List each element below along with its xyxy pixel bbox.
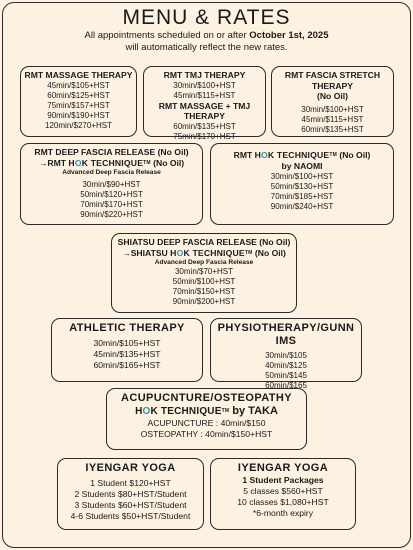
athletic-therapy-box: ATHLETIC THERAPY 30min/$105+HST 45min/$1… [51,318,203,382]
price-line: 90min/$240+HST [270,201,334,211]
box-title: RMT TMJ THERAPY [163,70,246,80]
box-subtitle: 1 Student Packages [242,475,324,485]
box-title: SHIATSU DEEP FASCIA RELEASE (No Oil) [117,237,291,247]
price-line: 30min/$90+HST [82,179,141,189]
price-line: 1 Student $120+HST [90,478,171,488]
price-line: 60min/$165 [265,381,307,390]
hook-icon: O [176,247,184,258]
price-line: 5 classes $560+HST [243,486,323,496]
hook-icon: O [74,157,82,168]
price-line: 45min/$135+HST [93,349,161,359]
shiatsu-box: SHIATSU DEEP FASCIA RELEASE (No Oil) →SH… [111,233,297,313]
price-line: 40min/$125 [265,361,307,370]
price-line: 45min/$115+HST [173,90,236,100]
hook-icon: O [142,406,151,417]
practitioner-name: by NAOMI [281,161,323,171]
price-line: 60min/$165+HST [93,360,161,370]
price-line: 90min/$200+HST [172,296,236,306]
price-line: 50min/$100+HST [172,276,236,286]
price-line: 75min/$157+HST [47,100,110,110]
price-line: 50min/$145 [265,371,307,380]
price-line: 30min/$100+HST [301,104,364,114]
box-subtitle: Advanced Deep Fascia Release [62,168,161,176]
box-title: IYENGAR YOGA [237,462,329,474]
price-line: 90min/$190+HST [47,110,110,120]
physiotherapy-box: PHYSIOTHERAPY/GUNN IMS 30min/$105 40min/… [210,318,362,390]
deep-fascia-box: RMT DEEP FASCIA RELEASE (No Oil) →RMT HO… [20,143,203,225]
box-title: PHYSIOTHERAPY/GUNN IMS [217,322,355,347]
expiry-note: *6-month expiry [252,508,314,518]
hook-icon: O [261,150,268,160]
price-line: 50min/$130+HST [270,181,334,191]
box-title: ACUPUCNTURE/OSTEOPATHY [121,392,292,404]
rmt-tmj-box: RMT TMJ THERAPY 30min/$100+HST 45min/$11… [143,66,266,141]
price-line: 30min/$100+HST [173,80,236,90]
page-title: MENU & RATES [122,6,291,29]
hook-naomi-box: RMT HOK TECHNIQUETM (No Oil) by NAOMI 30… [210,143,394,225]
practitioner-name: by TAKA [229,405,278,417]
price-line: ACUPUNCTURE : 40min/$150 [147,418,266,428]
price-line: 60min/$125+HST [47,90,110,100]
price-line: 30min/$105 [265,351,307,360]
price-line: 60min/$135+HST [301,124,364,134]
box-title: RMT DEEP FASCIA RELEASE (No Oil) [34,147,189,157]
price-line: 3 Students $60+HST/Student [74,500,187,510]
effective-date: October 1st, 2025 [249,30,329,41]
price-line: 50min/$120+HST [80,189,143,199]
hook-technique-logo: HOK TECHNIQUETM [135,406,230,417]
header: MENU & RATES All appointments scheduled … [0,6,413,53]
rate-notice: All appointments scheduled on or after O… [84,30,329,41]
box-title: ATHLETIC THERAPY [69,322,185,334]
price-line: 70min/$170+HST [80,199,143,209]
box-title: RMT FASCIA STRETCH THERAPY [284,70,381,91]
price-line: 30min/$70+HST [174,266,234,276]
price-line: 30min/$100+HST [270,171,334,181]
iyengar-yoga-packages-box: IYENGAR YOGA 1 Student Packages 5 classe… [210,458,356,530]
box-subtitle: (No Oil) [316,91,349,101]
iyengar-yoga-box: IYENGAR YOGA 1 Student $120+HST 2 Studen… [57,458,204,530]
hook-technique-line: RMT HOK TECHNIQUETM (No Oil) [233,150,371,160]
price-line: 75min/$170+HST [173,131,236,141]
rmt-massage-box: RMT MASSAGE THERAPY 45min/$105+HST 60min… [20,66,137,137]
price-line: 90min/$220+HST [80,209,143,219]
price-line: OSTEOPATHY : 40min/$150+HST [140,429,273,439]
fascia-stretch-box: RMT FASCIA STRETCH THERAPY (No Oil) 30mi… [271,66,394,137]
price-line: 2 Students $80+HST/Student [74,489,187,499]
price-line: 45min/$105+HST [47,80,110,90]
acupuncture-box: ACUPUCNTURE/OSTEOPATHY HOK TECHNIQUETM b… [106,388,307,450]
hook-technique-logo: HOK TECHNIQUETM [170,247,253,258]
hook-technique-line: →SHIATSU HOK TECHNIQUETM (No Oil) [122,247,286,258]
box-subtitle: RMT MASSAGE + TMJ THERAPY [158,100,251,122]
price-line: 4-6 Students $50+HST/Student [70,511,191,521]
box-title: IYENGAR YOGA [85,462,176,474]
price-line: 70min/$150+HST [172,286,236,296]
price-line: 45min/$115+HST [301,114,364,124]
hook-technique-logo: HOK TECHNIQUETM [254,150,337,160]
hook-technique-line: HOK TECHNIQUETM by TAKA [107,405,306,418]
price-line: 70min/$185+HST [270,191,334,201]
box-title: RMT MASSAGE THERAPY [24,70,133,80]
box-subtitle: Advanced Deep Fascia Release [154,258,254,266]
price-line: 30min/$105+HST [93,338,161,348]
hook-technique-logo: HOK TECHNIQUETM [68,157,151,168]
price-line: 10 classes $1,080+HST [237,497,329,507]
hook-technique-line: →RMT HOK TECHNIQUETM (No Oil) [38,157,185,168]
price-line: 60min/$135+HST [173,121,236,131]
price-line: 120min/$270+HST [45,120,112,130]
